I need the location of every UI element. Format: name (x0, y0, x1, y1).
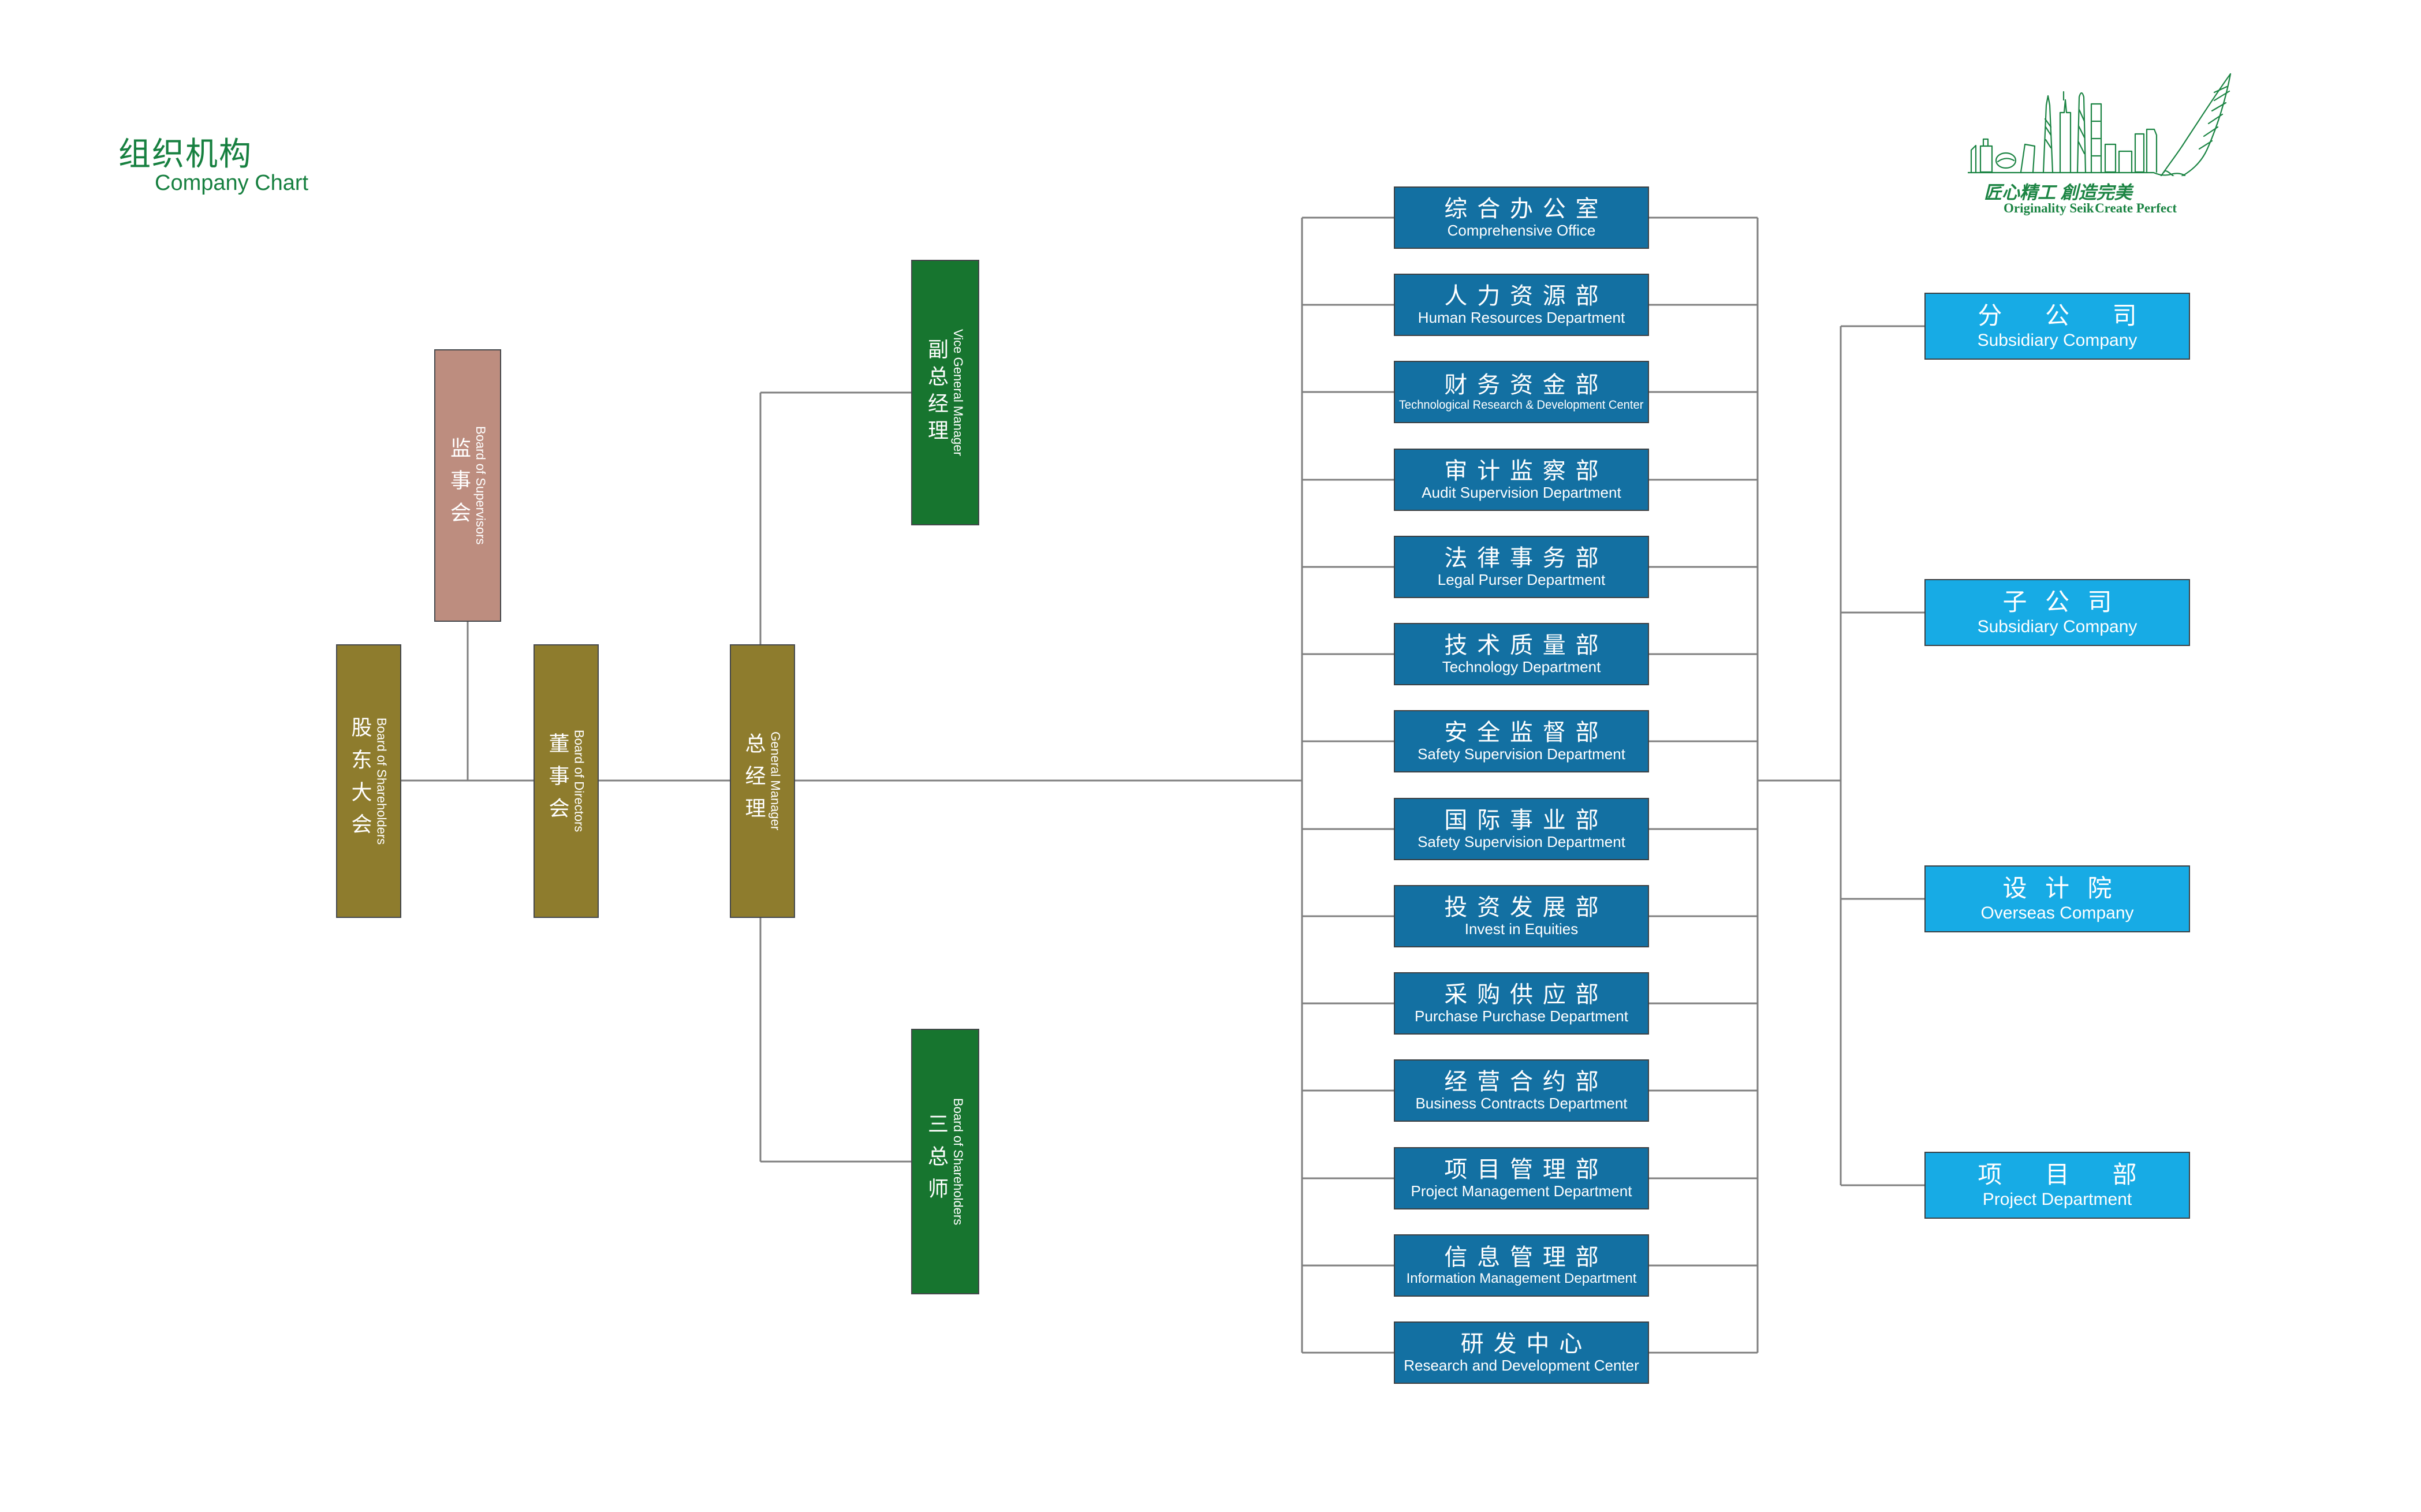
dept-label-en: Business Contracts Department (1415, 1095, 1628, 1112)
sub-label-en: Project Department (1982, 1190, 2132, 1209)
dept-label-en: Safety Supervision Department (1417, 833, 1625, 851)
page-title: 组织机构 (118, 136, 252, 172)
dept-node-rd-center: 研发中心 Research and Development Center (1394, 1321, 1649, 1384)
dept-node-project-management: 项目管理部 Project Management Department (1394, 1147, 1649, 1209)
dept-label-cn: 经营合约部 (1444, 1069, 1609, 1095)
node-label-cn: 董事会 (546, 733, 570, 830)
page-subtitle: Company Chart (155, 171, 309, 195)
dept-label-cn: 人力资源部 (1444, 283, 1609, 309)
node-label-cn: 总经理 (742, 733, 766, 830)
logo-slogan-en-left: Originality Seik (2004, 201, 2094, 215)
node-general-manager: 总经理 General Manager (730, 644, 795, 918)
dept-node-legal-affairs: 法律事务部 Legal Purser Department (1394, 536, 1649, 598)
logo-slogan-en-right: Create Perfect (2095, 201, 2177, 215)
sub-node-design-institute: 设计院 Overseas Company (1924, 865, 2190, 932)
node-board-of-supervisors: 监事会 Board of Supervisors (434, 349, 501, 622)
dept-label-en: Audit Supervision Department (1422, 484, 1621, 502)
dept-node-information-management: 信息管理部 Information Management Department (1394, 1234, 1649, 1297)
sub-label-cn: 设计院 (2002, 874, 2130, 902)
dept-node-purchase-supply: 采购供应部 Purchase Purchase Department (1394, 972, 1649, 1035)
dept-label-cn: 项目管理部 (1444, 1157, 1609, 1183)
dept-label-cn: 投资发展部 (1444, 895, 1609, 921)
sub-node-project-department: 项 目 部 Project Department (1924, 1152, 2190, 1219)
dept-label-cn: 研发中心 (1460, 1331, 1592, 1357)
dept-label-en: Invest in Equities (1464, 920, 1579, 938)
dept-label-en: Purchase Purchase Department (1415, 1007, 1628, 1025)
dept-node-human-resources: 人力资源部 Human Resources Department (1394, 274, 1649, 336)
dept-label-en: Safety Supervision Department (1417, 745, 1625, 763)
node-label-en: General Manager (768, 731, 783, 831)
dept-label-cn: 审计监察部 (1444, 458, 1609, 484)
dept-label-cn: 国际事业部 (1444, 808, 1609, 834)
dept-label-en: Information Management Department (1406, 1271, 1637, 1287)
dept-label-cn: 信息管理部 (1444, 1245, 1609, 1271)
sub-label-en: Overseas Company (1980, 904, 2134, 923)
node-board-of-shareholders: 股东大会 Board of Shareholders (336, 644, 401, 918)
node-label-cn: 监事会 (447, 437, 471, 534)
node-label-cn: 三总师 (925, 1113, 949, 1210)
node-board-of-directors: 董事会 Board of Directors (534, 644, 599, 918)
skyline-quill-icon (1968, 73, 2232, 176)
node-label-en: Board of Supervisors (473, 426, 488, 545)
dept-label-en: Technological Research & Development Cen… (1399, 398, 1644, 412)
node-label-en: Vice General Manager (951, 329, 965, 456)
dept-node-business-contracts: 经营合约部 Business Contracts Department (1394, 1059, 1649, 1122)
node-label-cn: 副总经理 (925, 338, 949, 447)
node-label-cn: 股东大会 (348, 716, 372, 846)
logo-slogan-cn: 匠心精工 創造完美 (1984, 182, 2132, 203)
sub-node-branch-company: 分 公 司 Subsidiary Company (1924, 293, 2190, 360)
dept-label-en: Legal Purser Department (1437, 571, 1606, 589)
sub-label-cn: 项 目 部 (1978, 1160, 2155, 1188)
dept-label-cn: 安全监督部 (1444, 720, 1609, 746)
dept-node-international-business: 国际事业部 Safety Supervision Department (1394, 798, 1649, 860)
sub-label-en: Subsidiary Company (1977, 331, 2138, 350)
node-three-chief-engineers: 三总师 Board of Shareholders (911, 1029, 979, 1294)
dept-label-en: Human Resources Department (1417, 309, 1625, 327)
sub-label-cn: 分 公 司 (1978, 301, 2155, 329)
dept-label-cn: 综合办公室 (1444, 196, 1609, 222)
dept-label-en: Technology Department (1442, 658, 1601, 676)
dept-node-safety-supervision: 安全监督部 Safety Supervision Department (1394, 710, 1649, 772)
sub-node-subsidiary-company: 子公司 Subsidiary Company (1924, 579, 2190, 646)
logo-slogan-en: Originality Seik Create Perfect (2004, 201, 2177, 216)
dept-label-en: Project Management Department (1411, 1182, 1632, 1200)
company-logo: 匠心精工 創造完美 Originality Seik Create Perfec… (1968, 69, 2239, 242)
dept-node-technology-quality: 技术质量部 Technology Department (1394, 623, 1649, 685)
dept-node-comprehensive-office: 综合办公室 Comprehensive Office (1394, 186, 1649, 249)
dept-label-en: Research and Development Center (1404, 1357, 1639, 1375)
dept-node-audit-supervision: 审计监察部 Audit Supervision Department (1394, 449, 1649, 511)
dept-label-cn: 法律事务部 (1444, 546, 1609, 572)
sub-label-cn: 子公司 (2002, 588, 2130, 615)
node-vice-general-manager: 副总经理 Vice General Manager (911, 260, 979, 525)
sub-label-en: Subsidiary Company (1977, 617, 2138, 637)
dept-label-cn: 采购供应部 (1444, 982, 1609, 1008)
node-label-en: Board of Directors (572, 730, 587, 832)
dept-label-en: Comprehensive Office (1447, 222, 1596, 240)
dept-label-cn: 技术质量部 (1444, 633, 1609, 659)
node-label-en: Board of Shareholders (374, 717, 389, 845)
dept-label-cn: 财务资金部 (1444, 372, 1609, 398)
dept-node-finance-capital: 财务资金部 Technological Research & Developme… (1394, 361, 1649, 423)
dept-node-investment-development: 投资发展部 Invest in Equities (1394, 885, 1649, 947)
node-label-en: Board of Shareholders (951, 1097, 965, 1226)
